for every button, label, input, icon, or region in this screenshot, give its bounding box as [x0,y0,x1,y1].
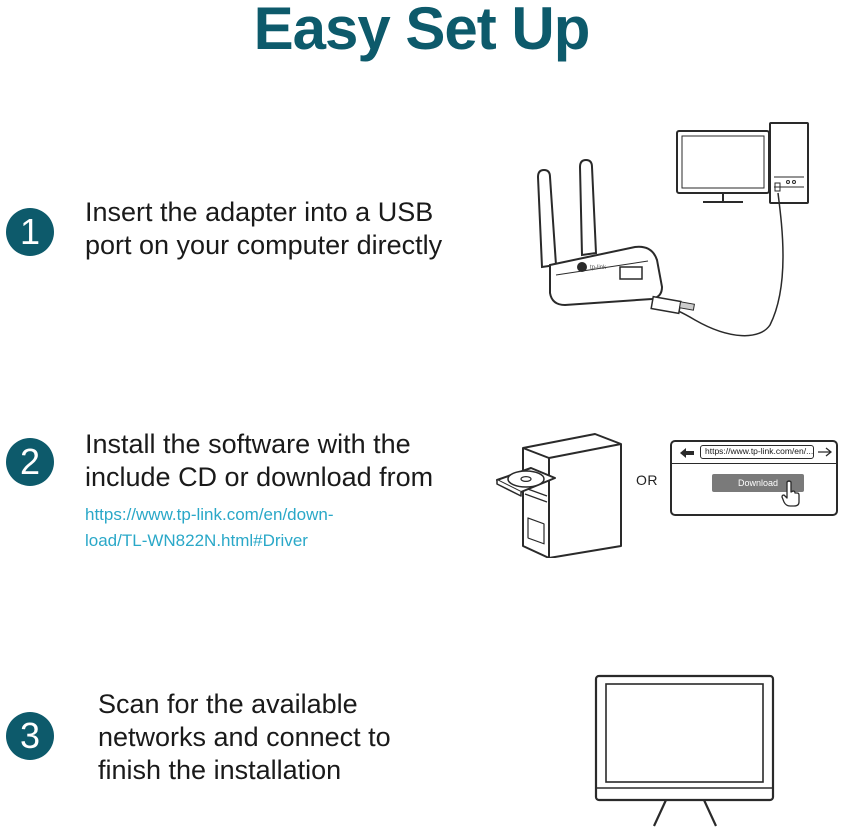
browser-divider [672,463,836,464]
step-1-badge: 1 [6,208,54,256]
download-button[interactable]: Download [712,474,804,492]
forward-arrow-icon [818,447,832,457]
page-title: Easy Set Up [253,0,591,62]
step-2-line-2: include CD or download from [85,462,434,492]
step-3-badge: 3 [6,712,54,760]
tp-link-logo: tp-link [577,262,607,272]
driver-link-line-1[interactable]: https://www.tp-link.com/en/down- [85,505,334,524]
usb-adapter-icon [536,158,695,315]
step-1-text: Insert the adapter into a USB port on yo… [85,196,442,262]
cd-drive-tower-icon [496,433,622,558]
driver-link-line-2[interactable]: load/TL-WN822N.html#Driver [85,531,308,550]
browser-window-icon: https://www.tp-link.com/en/... Download [670,440,838,516]
usb-adapter-to-computer-illustration: tp-link [536,122,809,337]
svg-text:tp-link: tp-link [590,265,607,271]
step-1-line-2: port on your computer directly [85,230,443,260]
step-3-line-2: networks and connect to [98,722,391,752]
driver-download-link[interactable]: https://www.tp-link.com/en/down- load/TL… [85,502,333,554]
step-3-line-3: finish the installation [98,755,342,785]
back-arrow-icon [680,448,694,458]
browser-url-text: https://www.tp-link.com/en/... [705,446,814,456]
monitor-icon [594,674,775,827]
step-2-badge: 2 [6,438,54,486]
step-2-line-1: Install the software with the [85,429,411,459]
or-label: OR [636,472,658,488]
step-2-text: Install the software with the include CD… [85,428,433,494]
step-2-number: 2 [19,441,41,482]
step-3-line-1: Scan for the available [98,689,358,719]
step-3-number: 3 [19,715,41,756]
usb-cable [661,192,784,337]
download-button-label: Download [737,478,779,488]
desktop-computer-icon [676,122,809,204]
browser-url-bar[interactable]: https://www.tp-link.com/en/... [700,445,814,459]
step-3-text: Scan for the available networks and conn… [98,688,391,787]
step-1-number: 1 [19,211,41,252]
step-1-line-1: Insert the adapter into a USB [85,197,434,227]
hand-cursor-icon [781,480,800,507]
